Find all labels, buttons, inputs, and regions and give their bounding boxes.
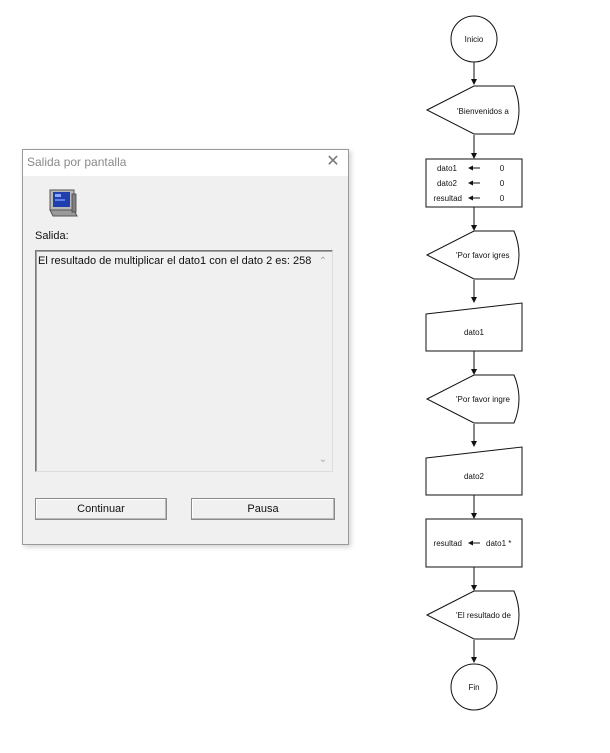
output-text: El resultado de multiplicar el dato1 con…	[38, 255, 312, 267]
output-node-3: 'Por favor ingre	[425, 374, 520, 424]
assign-var-2: dato2	[437, 179, 458, 188]
output-label-2: 'Por favor igres	[456, 251, 510, 260]
output-node-4: 'El resultado de	[425, 590, 520, 640]
title-bar[interactable]: Salida por pantalla ✕	[23, 150, 348, 176]
assignment-node: dato1 dato2 resultad 0 0 0	[425, 158, 523, 208]
input-label-1: dato1	[464, 328, 485, 337]
end-node: Fin	[450, 663, 498, 711]
output-node-2: 'Por favor igres	[425, 230, 520, 280]
assign-var-3: resultad	[434, 194, 462, 203]
pausa-button[interactable]: Pausa	[191, 498, 335, 520]
start-label: Inicio	[465, 35, 484, 44]
salida-label: Salida:	[35, 230, 69, 242]
output-label-1: 'Bienvenidos a	[457, 107, 509, 116]
output-dialog: Salida por pantalla ✕ Salida: El resulta…	[22, 149, 349, 545]
continuar-button[interactable]: Continuar	[35, 498, 167, 520]
computer-icon	[47, 188, 79, 220]
scroll-up-icon[interactable]: ⌃	[318, 256, 328, 267]
dialog-title: Salida por pantalla	[27, 155, 127, 169]
assign-val-3: 0	[500, 194, 505, 203]
output-label-3: 'Por favor ingre	[456, 395, 511, 404]
vertical-scrollbar[interactable]: ⌃ ⌄	[316, 253, 330, 469]
input-label-2: dato2	[464, 472, 485, 481]
input-node-1: dato1	[425, 302, 523, 352]
output-label-4: 'El resultado de	[456, 611, 511, 620]
close-icon[interactable]: ✕	[326, 153, 340, 170]
assign-var-1: dato1	[437, 164, 458, 173]
scroll-down-icon[interactable]: ⌄	[318, 454, 328, 465]
output-node-1: 'Bienvenidos a	[425, 85, 520, 135]
assign-val-1: 0	[500, 164, 505, 173]
input-node-2: dato2	[425, 446, 523, 496]
assign2-var: resultad	[434, 539, 462, 548]
output-textarea[interactable]: El resultado de multiplicar el dato1 con…	[35, 250, 333, 472]
start-node: Inicio	[450, 15, 498, 63]
assignment-node-2: resultad dato1 *	[425, 518, 523, 568]
end-label: Fin	[468, 683, 479, 692]
assign-val-2: 0	[500, 179, 505, 188]
assign2-expr: dato1 *	[486, 539, 511, 548]
